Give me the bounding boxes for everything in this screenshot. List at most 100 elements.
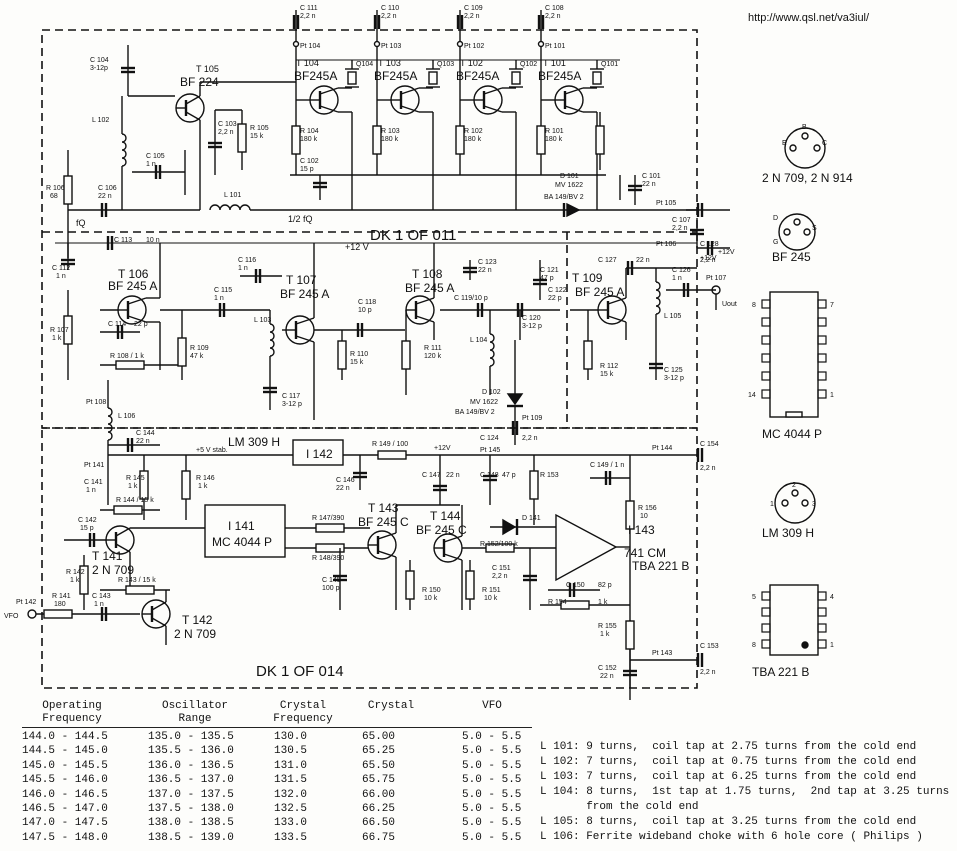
label-d102v: MV 1622 [470,399,498,406]
label-c107: C 107 [672,217,691,224]
label-vfo: VFO [4,613,19,620]
label-c116v: 1 n [238,265,248,272]
pinout-drawings [761,127,827,656]
label-r149: R 149 / 100 [372,441,408,448]
label-c143: C 143 [92,593,111,600]
table-cell: 137.0 - 137.5 [148,788,234,801]
label-r103: R 103 [381,128,400,135]
label-c141: C 141 [84,479,103,486]
label-t141t: 2 N 709 [92,563,134,577]
pin-label-mc-7: 7 [830,302,834,309]
label-c152v: 22 n [600,673,614,680]
label-pt141: Pt 141 [84,462,104,469]
label-c112v: 1 n [56,273,66,280]
label-c118: C 118 [358,299,376,306]
label-r154: R 154 [548,599,567,606]
label-r102: R 102 [464,128,483,135]
label-r145v: 1 k [128,483,138,490]
label-r147: R 147/390 [312,515,344,522]
schematic-diagram: DK 1 OF 011 DK 1 OF 014 C 111 2,2 n Pt 1… [4,5,853,700]
label-c104: C 104 [90,57,109,64]
label-t101t: BF245A [538,69,581,83]
label-lm309: LM 309 H [228,435,280,449]
label-t104: T 104 [296,58,319,68]
coil-note-line: L 106: Ferrite wideband choke with 6 hol… [540,831,923,843]
pin-label-c: C [822,140,827,147]
label-l105: L 105 [664,313,681,320]
pin-label-tba-8: 8 [752,642,756,649]
coil-note-line: L 102: 7 turns, coil tap at 0.75 turns f… [540,756,917,768]
label-i141: I 141 [228,519,255,533]
label-c153: C 153 [700,643,719,650]
label-t104t: BF245A [294,69,337,83]
label-c109v: 2,2 n [464,13,480,20]
label-c147v: 22 n [446,472,460,479]
pin-label-b: B [802,124,807,131]
label-c105: C 105 [146,153,165,160]
label-fq: fQ [76,218,86,228]
pin-label-lm-3: 3 [812,501,816,508]
table-cell: 5.0 - 5.5 [462,745,522,758]
label-c108v: 2,2 n [545,13,561,20]
label-r146v: 1 k [198,483,208,490]
top-caps [292,10,545,48]
label-pt105: Pt 105 [656,200,676,207]
label-c147: C 147 [422,472,441,479]
label-c148: C 148 [480,472,499,479]
label-c128v: 2,2 n [700,257,716,264]
label-t102t: BF245A [456,69,499,83]
pin-label-mc-8: 8 [752,302,756,309]
label-c146v: 22 n [336,485,350,492]
label-t105: T 105 [196,64,219,74]
label-r145: R 145 [126,475,145,482]
label-r141: R 141 [52,593,71,600]
table-cell: 65.25 [362,745,396,758]
label-c145v: 100 p [322,585,340,592]
table-divider [22,727,532,728]
label-c103: C 103 [218,121,237,128]
coil-notes: L 101: 9 turns, coil tap at 2.75 turns f… [540,740,949,845]
label-r156: R 156 [638,505,657,512]
pin-label-e: E [782,140,787,147]
table-cell: 136.0 - 136.5 [148,759,234,772]
label-t103t: BF245A [374,69,417,83]
label-pt143: Pt 143 [652,650,672,657]
label-i141t: MC 4044 P [212,535,272,549]
pin-label-mc-14: 14 [748,392,756,399]
label-r155: R 155 [598,623,617,630]
label-l101: L 101 [224,192,241,199]
label-d102t: BA 149/BV 2 [455,409,495,416]
label-c109: C 109 [464,5,483,12]
label-t106t: BF 245 A [108,279,157,293]
label-c101: C 101 [642,173,661,180]
label-c149: C 149 / 1 n [590,462,624,469]
label-r101v: 180 k [545,136,563,143]
table-cell: 138.0 - 138.5 [148,817,234,830]
table-cell: 147.0 - 147.5 [22,817,108,830]
label-c141v: 1 n [86,487,96,494]
table-cell: 135.0 - 135.5 [148,731,234,743]
label-c148v: 47 p [502,472,516,479]
label-c121: C 121 [540,267,559,274]
table-cell: 137.5 - 138.0 [148,803,234,815]
pin-label-tba-1: 1 [830,642,834,649]
label-c125: C 125 [664,367,683,374]
label-c144v: 22 n [136,438,150,445]
table-cell: 5.0 - 5.5 [462,731,522,743]
table-cell: 144.0 - 144.5 [22,731,108,743]
label-r156v: 10 [640,513,648,520]
label-r109v: 47 k [190,353,204,360]
label-c154v: 2,2 n [700,465,716,472]
label-c151v: 2,2 n [492,573,508,580]
coil-note-line: L 103: 7 turns, coil tap at 6.25 turns f… [540,771,917,783]
table-cell: 133.0 [274,817,308,830]
label-q101: Q101 [601,61,618,68]
coil-note-line: from the cold end [540,801,699,813]
label-r154v: 1 k [598,599,608,606]
label-r111v: 120 k [424,353,442,360]
label-pt107: Pt 107 [706,275,726,282]
label-c116: C 116 [238,257,256,264]
label-r110: R 110 [350,351,368,358]
